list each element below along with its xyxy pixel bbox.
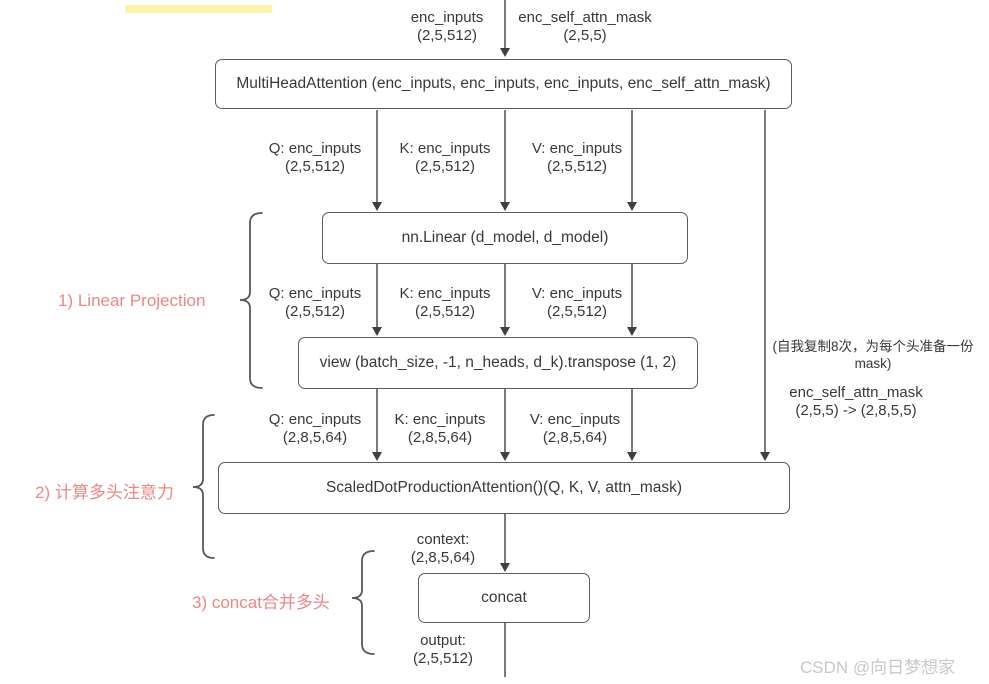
mask-shape-note: enc_self_attn_mask (2,5,5) -> (2,8,5,5) [766,384,946,420]
tensor-name: enc_self_attn_mask [789,384,923,401]
tensor-shape: (2,5,512) [284,158,346,175]
qkv-label-k1: K: enc_inputs (2,5,512) [370,140,520,176]
qkv-label-q3: Q: enc_inputs (2,8,5,64) [240,411,390,447]
arrowhead [627,202,637,211]
brace-step1 [239,212,263,389]
tensor-name: enc_inputs [410,9,484,26]
box-label: MultiHeadAttention (enc_inputs, enc_inpu… [236,74,771,92]
tensor-name: V: enc_inputs [531,140,623,157]
tensor-name: Q: enc_inputs [268,140,362,157]
yellow-highlight-mark [125,5,272,13]
tensor-name: Q: enc_inputs [268,285,362,302]
tensor-shape: (2,5,5) -> (2,8,5,5) [795,402,917,419]
arrowhead [372,327,382,336]
tensor-name: K: enc_inputs [399,285,491,302]
qkv-label-q2: Q: enc_inputs (2,5,512) [240,285,390,321]
tensor-name: Q: enc_inputs [268,411,362,428]
tensor-name: context: [416,531,470,548]
qkv-label-q1: Q: enc_inputs (2,5,512) [240,140,390,176]
scaled-dot-product-attention-box: ScaledDotProductionAttention()(Q, K, V, … [218,462,790,514]
tensor-shape: (2,8,5,64) [410,549,476,566]
input-mask-label: enc_self_attn_mask (2,5,5) [500,9,670,45]
brace-step2 [192,414,215,559]
tensor-shape: (2,5,512) [414,158,476,175]
tensor-shape: (2,5,512) [412,650,474,667]
tensor-name: output: [420,632,466,649]
arrowhead [500,48,510,57]
arrowhead [500,452,510,461]
tensor-name: V: enc_inputs [531,285,623,302]
box-label: concat [481,588,527,606]
brace-step3 [351,550,375,655]
arrowhead [372,202,382,211]
tensor-shape: (2,8,5,64) [407,429,473,446]
csdn-watermark: CSDN @向日梦想家 [800,658,956,677]
note-line1: (自我复制8次，为每个头准备一份 [772,339,974,354]
tensor-shape: (2,5,512) [546,158,608,175]
tensor-shape: (2,5,512) [416,27,478,44]
qkv-label-v3: V: enc_inputs (2,8,5,64) [500,411,650,447]
note-line2: mask) [854,356,892,371]
qkv-label-v1: V: enc_inputs (2,5,512) [502,140,652,176]
tensor-shape: (2,8,5,64) [542,429,608,446]
tensor-name: K: enc_inputs [394,411,486,428]
tensor-shape: (2,5,5) [563,27,607,44]
tensor-shape: (2,5,512) [284,303,346,320]
tensor-name: enc_self_attn_mask [518,9,652,26]
step1-label: 1) Linear Projection [58,291,206,310]
arrowhead [627,327,637,336]
tensor-name: V: enc_inputs [529,411,621,428]
qkv-label-v2: V: enc_inputs (2,5,512) [502,285,652,321]
step3-label: 3) concat合并多头 [192,593,330,612]
mask-copy-note: (自我复制8次，为每个头准备一份 mask) [762,338,984,372]
qkv-label-k3: K: enc_inputs (2,8,5,64) [365,411,515,447]
tensor-shape: (2,5,512) [546,303,608,320]
tensor-name: K: enc_inputs [399,140,491,157]
box-label: ScaledDotProductionAttention()(Q, K, V, … [325,478,683,496]
concat-box: concat [418,573,590,623]
arrowhead [500,202,510,211]
output-label: output: (2,5,512) [368,632,518,668]
context-label: context: (2,8,5,64) [368,531,518,567]
linear-box: nn.Linear (d_model, d_model) [322,212,688,264]
arrowhead [627,452,637,461]
qkv-label-k2: K: enc_inputs (2,5,512) [370,285,520,321]
view-transpose-box: view (batch_size, -1, n_heads, d_k).tran… [298,337,698,389]
tensor-shape: (2,5,512) [414,303,476,320]
step2-label: 2) 计算多头注意力 [35,483,174,502]
input-enc-inputs-label: enc_inputs (2,5,512) [367,9,527,45]
arrowhead [500,327,510,336]
arrowhead [760,452,770,461]
box-label: nn.Linear (d_model, d_model) [401,228,609,246]
tensor-shape: (2,8,5,64) [282,429,348,446]
multihead-attention-box: MultiHeadAttention (enc_inputs, enc_inpu… [215,59,792,109]
arrowhead [500,563,510,572]
arrowhead [372,452,382,461]
box-label: view (batch_size, -1, n_heads, d_k).tran… [319,353,677,371]
